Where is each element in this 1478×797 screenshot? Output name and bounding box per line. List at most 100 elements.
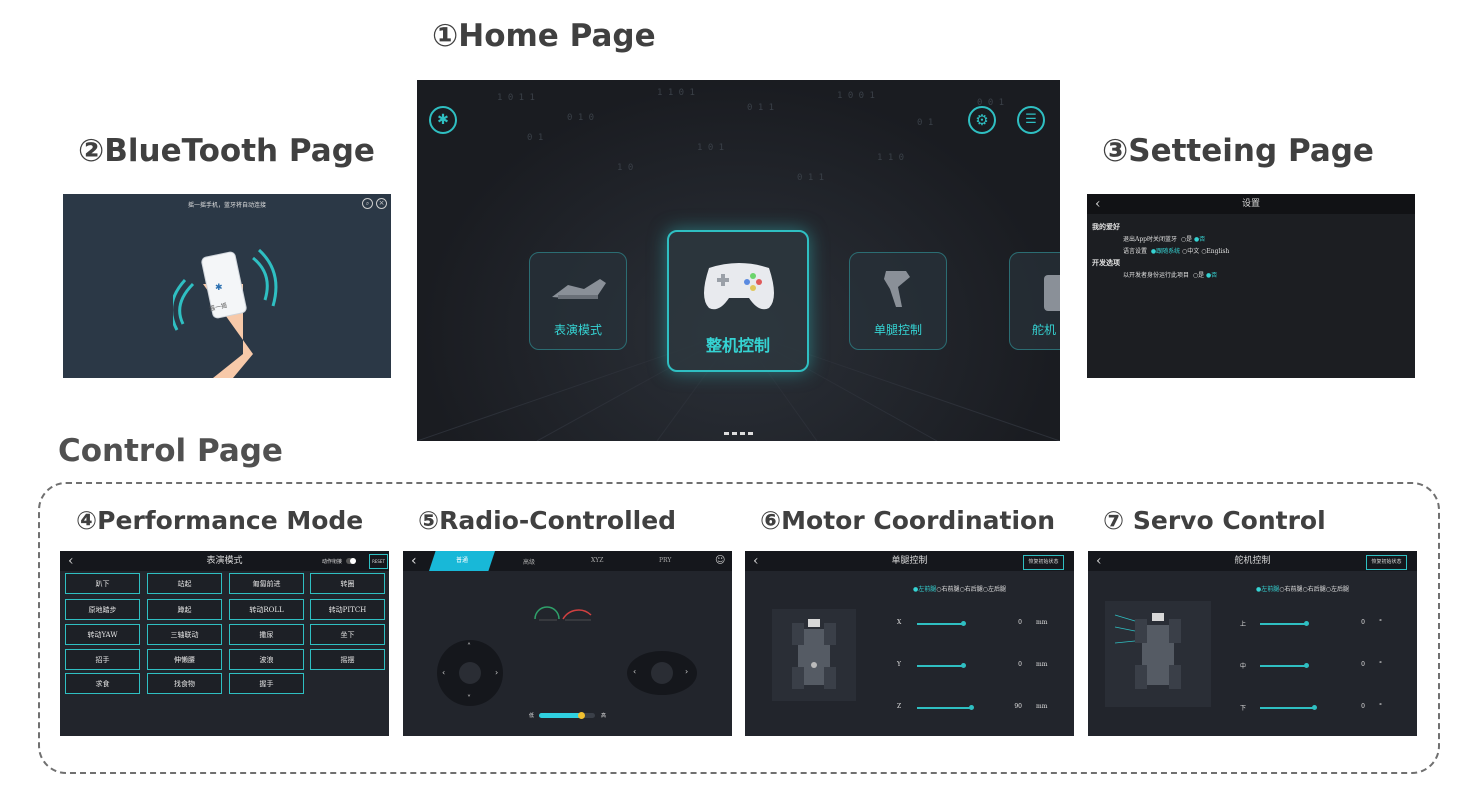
tab-normal[interactable]: 普通: [429, 551, 495, 571]
perf-action-button[interactable]: 转动YAW: [65, 624, 140, 645]
developer-no[interactable]: ●否: [1206, 272, 1218, 279]
leg-left-front[interactable]: ●左前腿: [1256, 586, 1280, 593]
restore-button[interactable]: 恢复初始状态: [1366, 555, 1407, 570]
perf-action-button[interactable]: 趴下: [65, 573, 140, 594]
developer-yes[interactable]: ○是: [1192, 272, 1205, 279]
bt-close-yes[interactable]: ○是: [1180, 236, 1193, 243]
servo-axis-label: 上: [1240, 621, 1247, 628]
motor-axis-slider[interactable]: [917, 707, 971, 709]
servo-axis-slider-knob[interactable]: [1312, 705, 1317, 710]
speed-high-label: 高: [601, 713, 607, 719]
perf-action-button[interactable]: 蹲起: [147, 599, 222, 620]
bluetooth-icon[interactable]: ✱: [429, 106, 457, 134]
perf-action-button[interactable]: 坐下: [310, 624, 385, 645]
perf-action-button[interactable]: 摇摆: [310, 649, 385, 670]
servo-axis-slider-knob[interactable]: [1304, 621, 1309, 626]
servo-axis-slider[interactable]: [1260, 707, 1314, 709]
settings-titlebar: ‹ 设置: [1087, 194, 1415, 214]
svg-text:1 1 0: 1 1 0: [877, 153, 904, 163]
motor-titlebar: ‹ 单腿控制: [745, 551, 1074, 571]
servo-axis-label: 下: [1240, 705, 1247, 712]
perf-action-button[interactable]: 原地踏步: [65, 599, 140, 620]
perf-action-button[interactable]: 三轴联动: [147, 624, 222, 645]
back-icon[interactable]: ‹: [411, 553, 417, 569]
leg-left-front[interactable]: ●左前腿: [913, 586, 937, 593]
section-preferences: 我的爱好: [1092, 222, 1120, 231]
back-icon[interactable]: ‹: [68, 553, 74, 569]
servo-axis-slider[interactable]: [1260, 665, 1306, 667]
left-joystick[interactable]: ˄ ˅ ‹ ›: [437, 640, 503, 706]
tab-xyz[interactable]: XYZ: [591, 557, 604, 564]
perf-action-button[interactable]: 求食: [65, 673, 140, 694]
leg-right-rear[interactable]: ○右后腿: [959, 586, 983, 593]
card-servo[interactable]: 舵机: [1009, 252, 1060, 350]
perf-action-button[interactable]: 转动PITCH: [310, 599, 385, 620]
perf-action-button[interactable]: 招手: [65, 649, 140, 670]
motor-axis-slider-knob[interactable]: [961, 663, 966, 668]
reset-button[interactable]: RESET: [369, 554, 388, 569]
page-indicator[interactable]: [724, 432, 754, 436]
left-joystick-knob[interactable]: [459, 662, 481, 684]
back-icon[interactable]: ‹: [1096, 553, 1102, 569]
card-single-leg[interactable]: 单腿控制: [849, 252, 947, 350]
perf-action-button[interactable]: 伸懒腰: [147, 649, 222, 670]
perf-button-grid: 趴下站起匍匐前进转圈原地踏步蹲起转动ROLL 转动PITCH 转动YAW 三轴联动撒尿…: [60, 551, 389, 736]
motor-axis-slider-knob[interactable]: [969, 705, 974, 710]
perf-action-button[interactable]: 握手: [229, 673, 304, 694]
leg-right-front[interactable]: ○右前腿: [1279, 586, 1303, 593]
card-machine-control[interactable]: 整机控制: [667, 230, 809, 372]
leg-left-rear[interactable]: ○左后腿: [1325, 586, 1349, 593]
bt-close-no[interactable]: ●否: [1194, 236, 1206, 243]
search-icon[interactable]: ⌕: [362, 198, 373, 209]
motor-axis-slider[interactable]: [917, 623, 963, 625]
card-performance[interactable]: 表演模式: [529, 252, 627, 350]
motor-axis-slider[interactable]: [917, 665, 963, 667]
transition-toggle[interactable]: [346, 558, 356, 564]
perf-action-button[interactable]: 匍匐前进: [229, 573, 304, 594]
language-chinese[interactable]: ○中文: [1182, 248, 1200, 255]
servo-axis-slider-knob[interactable]: [1304, 663, 1309, 668]
back-icon[interactable]: ‹: [753, 553, 759, 569]
tab-pry[interactable]: PRY: [659, 557, 672, 564]
perf-action-button[interactable]: 站起: [147, 573, 222, 594]
user-settings-icon[interactable]: ☺: [715, 555, 726, 566]
shaking-phone-illustration: ✱: [173, 248, 278, 378]
leg-right-rear[interactable]: ○右后腿: [1302, 586, 1326, 593]
restore-button[interactable]: 恢复初始状态: [1023, 555, 1064, 570]
svg-text:1 0: 1 0: [617, 163, 633, 173]
motor-axis-label: X: [897, 619, 902, 626]
language-system[interactable]: ●跟随系统: [1150, 248, 1181, 255]
servo-axis-slider[interactable]: [1260, 623, 1306, 625]
motor-axis-slider-knob[interactable]: [961, 621, 966, 626]
perf-action-button[interactable]: 撒尿: [229, 624, 304, 645]
robot-top-icon: [1114, 613, 1181, 689]
right-joystick[interactable]: ‹ ›: [627, 651, 697, 695]
gear-icon[interactable]: ⚙: [968, 106, 996, 134]
servo-axis-value: 0: [1361, 619, 1365, 626]
perf-screen: ‹ 表演模式 动作衔接 RESET 趴下站起匍匐前进转圈原地踏步蹲起转动ROLL…: [60, 551, 389, 736]
perf-action-button[interactable]: 转圈: [310, 573, 385, 594]
servo-heading: ⑦ Servo Control: [1103, 506, 1326, 535]
servo-axis-unit: °: [1379, 703, 1382, 710]
perf-action-button[interactable]: 波浪: [229, 649, 304, 670]
right-joystick-knob[interactable]: [651, 662, 673, 684]
gamepad-icon: [704, 263, 774, 310]
servo-title: 舵机控制: [1234, 556, 1271, 566]
perf-action-button[interactable]: 找食物: [147, 673, 222, 694]
speed-slider-fill: [539, 713, 581, 718]
leg-right-front[interactable]: ○右前腿: [936, 586, 960, 593]
tab-advanced[interactable]: 高级: [523, 559, 536, 566]
leg-left-rear[interactable]: ○左后腿: [982, 586, 1006, 593]
close-icon[interactable]: ×: [376, 198, 387, 209]
speed-slider-knob[interactable]: [578, 712, 585, 719]
speed-slider[interactable]: [539, 712, 595, 719]
svg-text:0 1 1: 0 1 1: [797, 173, 824, 183]
language-english[interactable]: ○English: [1201, 248, 1230, 255]
document-icon[interactable]: ☰: [1017, 106, 1045, 134]
back-icon[interactable]: ‹: [1095, 196, 1101, 212]
perf-action-button[interactable]: 转动ROLL: [229, 599, 304, 620]
matrix-background: 1 0 1 10 1 01 1 0 1 0 1 11 0 0 10 1 0 11…: [417, 88, 1060, 441]
bt-close-setting: 退出App时关闭蓝牙 ○是 ●否: [1123, 234, 1205, 243]
